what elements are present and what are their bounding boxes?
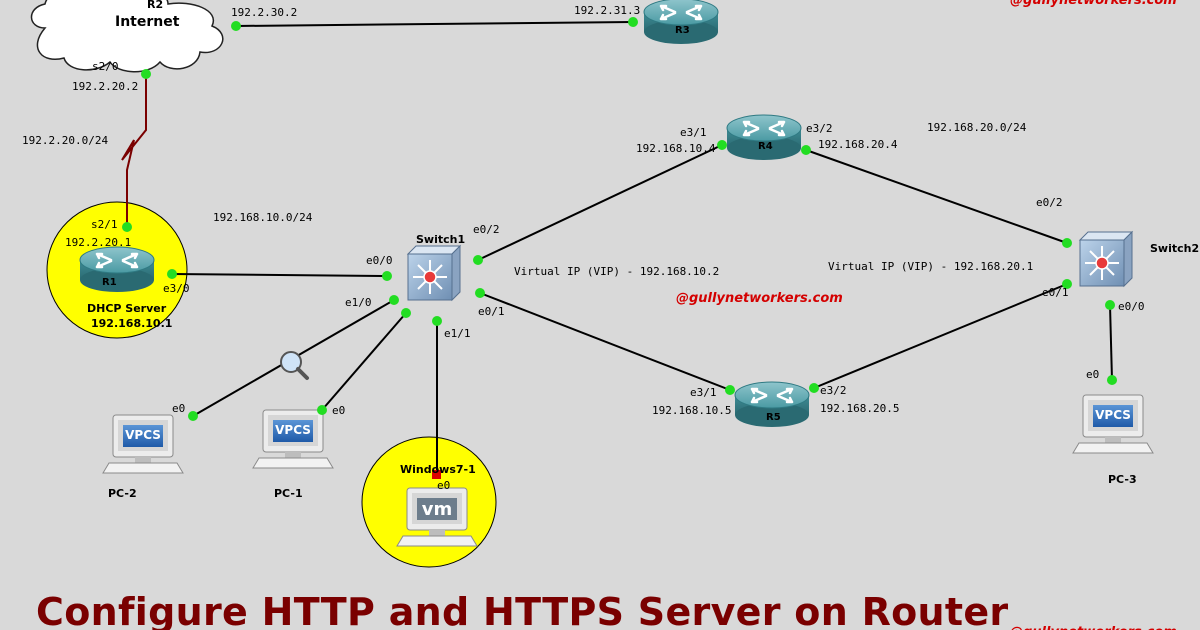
pc3-name: PC-3: [1108, 473, 1137, 486]
port-dot: [1062, 279, 1072, 289]
port-dot: [1105, 300, 1115, 310]
switch1-name: Switch1: [416, 233, 465, 246]
windows7-vm[interactable]: [396, 487, 478, 547]
label-r5-e32: e3/2: [820, 384, 847, 397]
label-r4-e31-ip: 192.168.10.4: [636, 142, 716, 155]
port-dot: [231, 21, 241, 31]
link-r1-switch1: [171, 273, 388, 277]
r1-ip: 192.168.10.1: [91, 317, 172, 330]
label-r3-ip: 192.2.31.3: [574, 4, 640, 17]
win7-vm-badge: vm: [422, 499, 453, 520]
r1-role: DHCP Server: [87, 302, 167, 315]
link-r4-switch2: [805, 149, 1068, 244]
switch2[interactable]: [1079, 231, 1133, 287]
watermark-top-right: @gullynetworkers.com: [1010, 0, 1177, 8]
r4-name: R4: [758, 141, 773, 152]
label-sw2-e01: e0/1: [1042, 286, 1069, 299]
port-dot: [717, 140, 727, 150]
watermark-bottom-right: @gullynetworkers.com: [1010, 625, 1177, 630]
label-pc1-e0: e0: [332, 404, 345, 417]
packet-capture-magnifier-icon[interactable]: [280, 351, 309, 380]
pc1-vpcs[interactable]: [252, 409, 334, 469]
win7-name: Windows7-1: [400, 463, 476, 476]
port-status-dots: [122, 17, 1117, 421]
r3-name: R3: [675, 25, 690, 36]
port-dot: [167, 269, 177, 279]
pc2-vpcs[interactable]: [102, 414, 184, 474]
page-title: Configure HTTP and HTTPS Server on Route…: [36, 590, 1009, 630]
port-dot: [188, 411, 198, 421]
label-lan1-net: 192.168.10.0/24: [213, 211, 313, 224]
link-switch1-pc1: [321, 312, 407, 411]
pc1-name: PC-1: [274, 487, 303, 500]
link-switch2-pc3: [1109, 304, 1113, 381]
label-r1-s21-ip: 192.2.20.1: [65, 236, 131, 249]
label-sw1-e00: e0/0: [366, 254, 393, 267]
label-r4-e32: e3/2: [806, 122, 833, 135]
label-sw2-e00: e0/0: [1118, 300, 1145, 313]
router-r4[interactable]: [725, 113, 803, 162]
switch2-name: Switch2: [1150, 242, 1199, 255]
port-dot: [389, 295, 399, 305]
label-sw1-e01: e0/1: [478, 305, 505, 318]
label-r2-s20-ip: 192.2.20.2: [72, 80, 138, 93]
port-dot: [801, 145, 811, 155]
pc3-vpcs[interactable]: [1072, 394, 1154, 454]
port-dot: [1062, 238, 1072, 248]
label-vip2: Virtual IP (VIP) - 192.168.20.1: [828, 260, 1033, 273]
label-r4-e32-ip: 192.168.20.4: [818, 138, 898, 151]
port-dot: [475, 288, 485, 298]
label-r1-s21: s2/1: [91, 218, 118, 231]
link-r5-switch2: [813, 283, 1068, 389]
port-dot: [382, 271, 392, 281]
label-pc3-e0: e0: [1086, 368, 1099, 381]
label-vip1: Virtual IP (VIP) - 192.168.10.2: [514, 265, 719, 278]
label-r5-e31-ip: 192.168.10.5: [652, 404, 731, 417]
label-win7-e0: e0: [437, 479, 450, 492]
label-sw2-e02: e0/2: [1036, 196, 1063, 209]
switch1[interactable]: [407, 245, 461, 301]
r5-name: R5: [766, 412, 781, 423]
label-wan-net: 192.2.20.0/24: [22, 134, 108, 147]
watermark-center: @gullynetworkers.com: [676, 291, 843, 306]
links: [171, 21, 1113, 474]
port-dot: [628, 17, 638, 27]
label-sw1-e10: e1/0: [345, 296, 372, 309]
label-pc2-e0: e0: [172, 402, 185, 415]
port-dot: [725, 385, 735, 395]
serial-link-r2-r1: [121, 74, 147, 227]
label-sw1-e02: e0/2: [473, 223, 500, 236]
label-lan2-net: 192.168.20.0/24: [927, 121, 1027, 134]
label-sw1-e11: e1/1: [444, 327, 471, 340]
label-r1-e30: e3/0: [163, 282, 190, 295]
r2-internet-cloud[interactable]: [30, 0, 224, 73]
port-dot: [317, 405, 327, 415]
port-dot: [1107, 375, 1117, 385]
r1-name: R1: [102, 277, 117, 288]
pc2-name: PC-2: [108, 487, 137, 500]
r2-internet-label: Internet: [115, 14, 180, 30]
pc2-vpcs-badge: VPCS: [125, 428, 161, 442]
link-switch1-r4: [477, 144, 723, 261]
link-r2-r3: [235, 21, 634, 27]
router-r3[interactable]: [642, 0, 720, 46]
label-r4-e31: e3/1: [680, 126, 707, 139]
pc1-vpcs-badge: VPCS: [275, 423, 311, 437]
port-dot: [432, 316, 442, 326]
label-r5-e32-ip: 192.168.20.5: [820, 402, 899, 415]
label-r2-s20: s2/0: [92, 60, 119, 73]
port-dot: [401, 308, 411, 318]
pc3-vpcs-badge: VPCS: [1095, 408, 1131, 422]
port-capture-marker: [432, 470, 441, 479]
label-r2-ip-r3: 192.2.30.2: [231, 6, 297, 19]
port-dot: [809, 383, 819, 393]
port-dot: [473, 255, 483, 265]
port-dot: [141, 69, 151, 79]
link-switch1-r5: [479, 292, 731, 391]
label-r5-e31: e3/1: [690, 386, 717, 399]
router-r1[interactable]: [78, 245, 156, 294]
port-dot: [122, 222, 132, 232]
r2-name: R2: [147, 0, 163, 11]
